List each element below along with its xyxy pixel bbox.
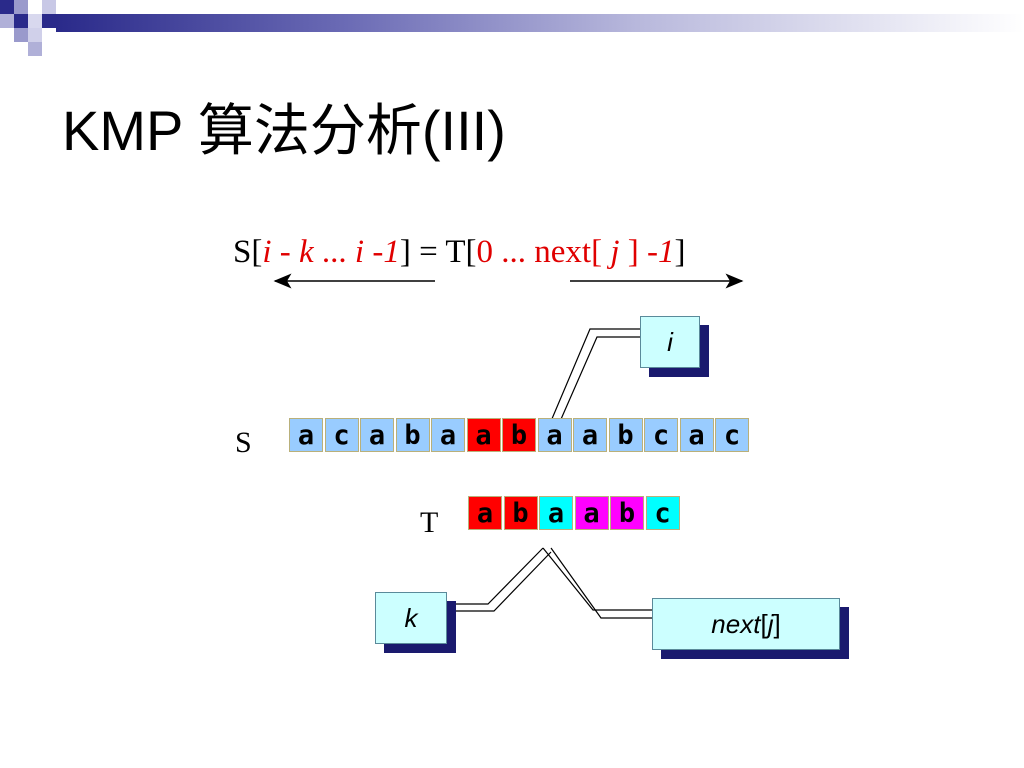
next-callout-line	[542, 547, 652, 611]
formula: S[i - k ... i -1] = T[0 ... next[ j ] -1…	[233, 234, 686, 270]
next-j-callout: next [ j ]	[652, 598, 840, 650]
i-callout: i	[640, 316, 700, 368]
s-char-6: b	[502, 418, 536, 452]
s-char-5: a	[466, 418, 501, 452]
s-char-1: c	[324, 418, 359, 452]
s-char-2: a	[360, 418, 394, 452]
page-title: KMP 算法分析(III)	[62, 99, 506, 162]
s-char-3: b	[395, 418, 430, 452]
t-char-1: b	[503, 496, 538, 530]
s-char-10: c	[644, 418, 678, 452]
t-char-4: b	[610, 496, 644, 530]
s-char-8: a	[573, 418, 607, 452]
s-label: S	[235, 426, 252, 459]
corner-decoration	[0, 0, 56, 56]
k-callout-line	[453, 547, 544, 605]
s-char-12: c	[715, 418, 749, 452]
s-char-9: b	[608, 418, 643, 452]
s-char-0: a	[289, 418, 323, 452]
t-char-0: a	[468, 496, 502, 530]
s-char-4: a	[431, 418, 465, 452]
k-callout: k	[375, 592, 447, 644]
i-callout-line	[542, 328, 640, 441]
title-bar-gradient	[56, 14, 1024, 32]
s-char-7: a	[537, 418, 572, 452]
t-char-5: c	[645, 496, 680, 530]
t-label: T	[420, 506, 439, 539]
t-char-2: a	[539, 496, 573, 530]
s-char-11: a	[679, 418, 714, 452]
t-char-3: a	[574, 496, 609, 530]
